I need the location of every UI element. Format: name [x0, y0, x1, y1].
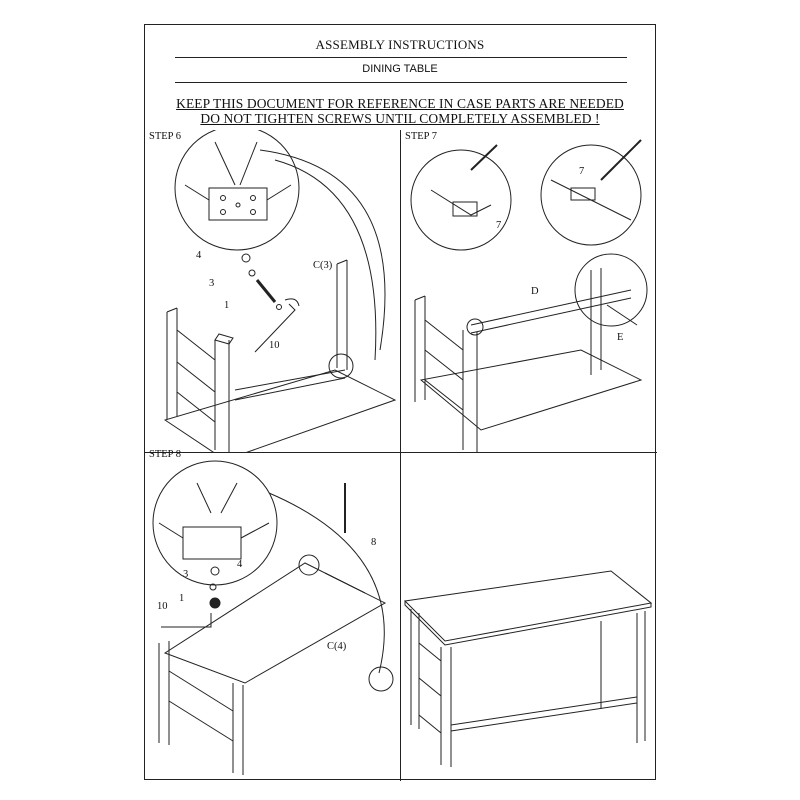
step-7-label: STEP 7	[405, 131, 437, 142]
callout-1: 1	[179, 593, 185, 604]
document-title: ASSEMBLY INSTRUCTIONS	[315, 37, 485, 52]
panel-divider-horizontal	[145, 452, 657, 453]
step-8-diagram	[152, 460, 394, 775]
warning-keep-document: KEEP THIS DOCUMENT FOR REFERENCE IN CASE…	[176, 96, 624, 111]
panel-divider-vertical	[400, 130, 401, 781]
callout-4: 4	[196, 250, 202, 261]
callout-d: D	[531, 286, 539, 297]
step-7-panel: STEP 7 7 7 D E	[401, 130, 657, 452]
step-6-detail-circle	[174, 130, 300, 251]
step-6-label: STEP 6	[149, 131, 181, 142]
step-6-diagram	[163, 130, 397, 452]
step-8-label: STEP 8	[149, 449, 181, 460]
callout-7-left: 7	[496, 220, 502, 231]
callout-7-right: 7	[579, 166, 585, 177]
title-rule	[175, 57, 627, 58]
subtitle-rule	[175, 82, 627, 83]
callout-3: 3	[209, 278, 215, 289]
callout-10: 10	[269, 340, 280, 351]
callout-c4: C(4)	[327, 641, 347, 652]
callout-4: 4	[237, 559, 243, 570]
callout-1: 1	[224, 300, 230, 311]
callout-e: E	[617, 332, 624, 343]
warning-do-not-tighten: DO NOT TIGHTEN SCREWS UNTIL COMPLETELY A…	[200, 111, 600, 126]
assembled-table-drawing	[403, 570, 653, 767]
instruction-sheet: ASSEMBLY INSTRUCTIONS DINING TABLE KEEP …	[144, 24, 657, 781]
step-6-panel: STEP 6	[145, 130, 400, 452]
callout-3: 3	[183, 569, 189, 580]
step-8-panel: STEP 8 8 4 3 1	[145, 449, 400, 781]
final-table-panel	[401, 453, 657, 781]
document-subtitle: DINING TABLE	[362, 63, 438, 75]
callout-8: 8	[371, 537, 377, 548]
step-7-diagram	[410, 139, 648, 452]
callout-10: 10	[157, 601, 168, 612]
callout-c3: C(3)	[313, 260, 333, 271]
